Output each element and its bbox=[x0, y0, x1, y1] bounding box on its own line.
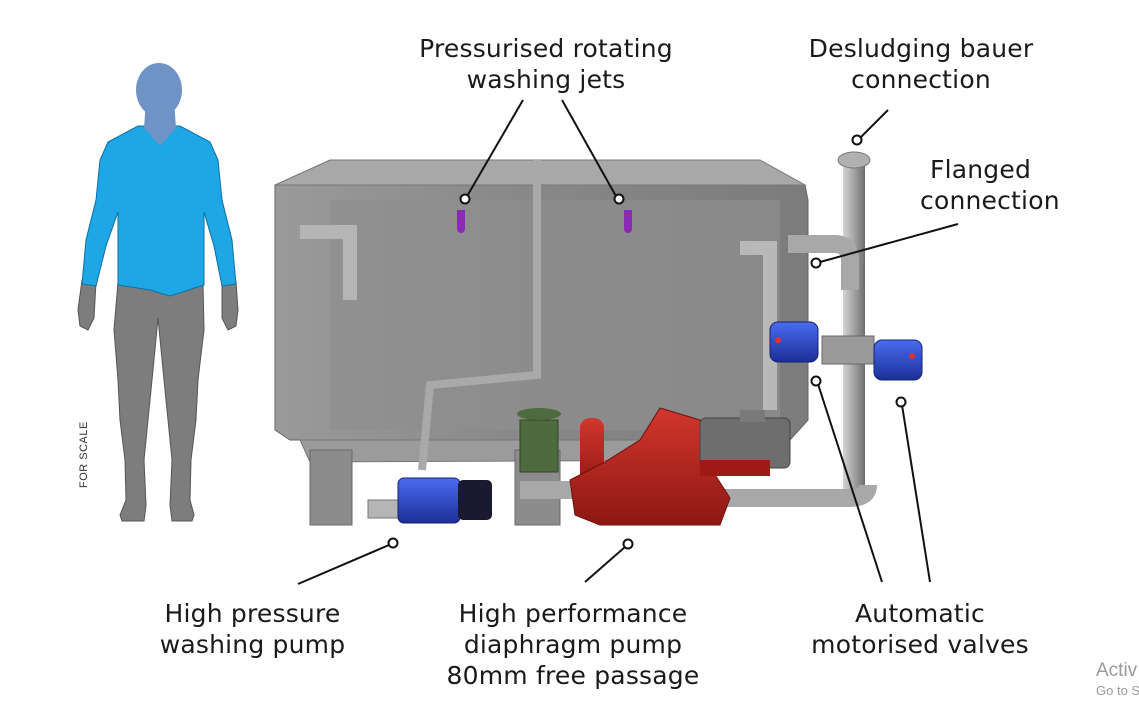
figure-shirt bbox=[81, 125, 237, 297]
figure-legs bbox=[113, 281, 205, 522]
label-flanged-connection: Flanged connection bbox=[920, 154, 1072, 216]
label-flanged-line1: Flanged bbox=[930, 155, 1032, 184]
human-scale-figure bbox=[77, 63, 239, 522]
internal-pipe-left bbox=[300, 225, 357, 300]
pump-green-valve bbox=[519, 419, 559, 473]
leader-flanged bbox=[819, 223, 959, 263]
jet-feed-pipe bbox=[418, 160, 541, 471]
label-diaphragm-pump: High performance diaphragm pump 80mm fre… bbox=[430, 598, 716, 691]
leader-dot-jets-left bbox=[459, 193, 471, 205]
label-desludging-line1: Desludging bauer bbox=[808, 34, 1034, 63]
leader-lines bbox=[297, 99, 959, 585]
label-washing-pump-line1: High pressure bbox=[164, 599, 341, 628]
figure-left-hand bbox=[77, 279, 97, 331]
label-washing-jets-line2: washing jets bbox=[466, 65, 626, 94]
label-washing-jets: Pressurised rotating washing jets bbox=[400, 33, 692, 95]
windows-activation-watermark: Activ Go to S bbox=[1096, 660, 1139, 698]
leader-dot-flanged bbox=[810, 257, 822, 269]
leader-washing-pump bbox=[297, 544, 390, 585]
leader-dot-desludging bbox=[851, 134, 863, 146]
watermark-line1: Activ bbox=[1096, 660, 1138, 681]
leader-dot-valves-left bbox=[810, 375, 822, 387]
bottom-discharge-pipe bbox=[700, 484, 877, 507]
external-pipework bbox=[520, 151, 877, 507]
leader-jets-right bbox=[561, 99, 618, 199]
washing-jet-nozzle-right bbox=[624, 210, 632, 233]
label-diaphragm-pump-line3: 80mm free passage bbox=[446, 661, 700, 690]
label-valves-line1: Automatic bbox=[854, 599, 985, 628]
washing-pump bbox=[367, 477, 492, 524]
for-scale-caption: FOR SCALE bbox=[78, 421, 90, 488]
figure-head bbox=[136, 63, 182, 117]
leader-dot-diaphragm-pump bbox=[622, 538, 634, 550]
leader-jets-left bbox=[465, 99, 524, 199]
motorised-valve-left bbox=[769, 321, 819, 363]
valve-body-flange bbox=[821, 335, 875, 365]
leader-diaphragm-pump bbox=[584, 546, 626, 583]
label-diaphragm-pump-line2: diaphragm pump bbox=[463, 630, 683, 659]
leader-dot-valves-right bbox=[895, 396, 907, 408]
bauer-connection-cap bbox=[837, 151, 871, 169]
figure-right-hand bbox=[221, 279, 239, 331]
label-washing-pump: High pressure washing pump bbox=[140, 598, 365, 660]
flanged-elbow-pipe bbox=[788, 235, 859, 290]
tank-inner-wall bbox=[330, 200, 780, 430]
diaphragm-pump bbox=[517, 407, 791, 526]
desludging-riser-pipe bbox=[843, 165, 865, 500]
leader-valves-left bbox=[817, 383, 883, 583]
washing-jet-nozzle-left bbox=[457, 210, 465, 233]
watermark-line2: Go to S bbox=[1096, 683, 1139, 698]
label-motorised-valves: Automatic motorised valves bbox=[800, 598, 1040, 660]
label-desludging-line2: connection bbox=[851, 65, 991, 94]
label-flanged-line2: connection bbox=[920, 186, 1060, 215]
label-washing-pump-line2: washing pump bbox=[159, 630, 346, 659]
motorised-valve-right bbox=[873, 339, 923, 381]
leader-dot-washing-pump bbox=[387, 537, 399, 549]
leader-desludging bbox=[859, 109, 889, 139]
label-diaphragm-pump-line1: High performance bbox=[458, 599, 688, 628]
tank-leg-left bbox=[309, 449, 353, 526]
label-washing-jets-line1: Pressurised rotating bbox=[419, 34, 673, 63]
leader-dot-jets-right bbox=[613, 193, 625, 205]
label-desludging-connection: Desludging bauer connection bbox=[790, 33, 1052, 95]
leader-valves-right bbox=[901, 404, 931, 583]
label-valves-line2: motorised valves bbox=[811, 630, 1029, 659]
